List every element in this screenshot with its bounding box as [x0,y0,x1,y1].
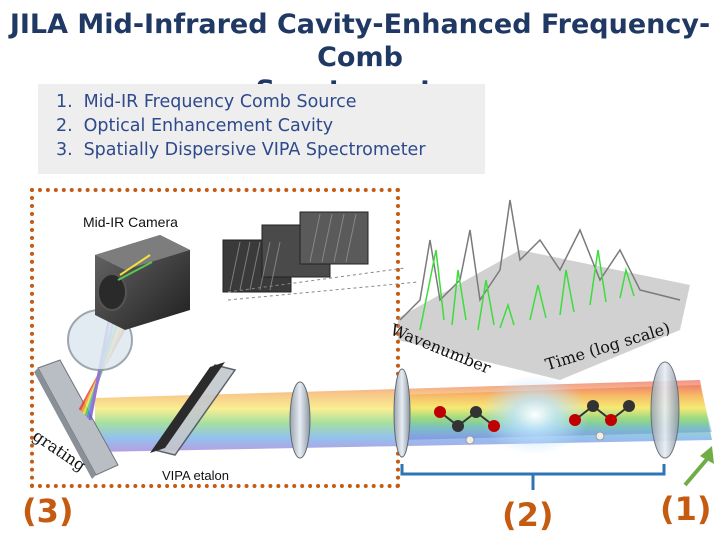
cavity-mirror-right [650,361,680,459]
vipa-etalon [150,362,237,456]
mid-ir-camera [95,235,190,330]
cavity-bracket [400,464,666,490]
list-item: 2. Optical Enhancement Cavity [56,116,334,136]
vipa-label: VIPA etalon [162,468,229,483]
list-item: 1. Mid-IR Frequency Comb Source [56,92,357,112]
camera-label: Mid-IR Camera [83,214,178,230]
grating-element [34,359,119,479]
list-item: 3. Spatially Dispersive VIPA Spectromete… [56,140,426,160]
cavity-mirror-left [393,368,411,458]
marker-1: (1) [660,490,712,528]
component-list: 1. Mid-IR Frequency Comb Source 2. Optic… [38,84,485,174]
title-line-1: JILA Mid-Infrared Cavity-Enhanced Freque… [9,9,711,73]
spectrometer-dashed-box [30,188,400,488]
molecule-icon [434,406,500,445]
source-arrow-icon [683,446,714,487]
marker-2: (2) [502,496,554,534]
cylindrical-lens [289,381,311,459]
cavity-glow [480,375,590,455]
camera-frames [222,211,369,293]
marker-3: (3) [22,492,74,530]
spectrum-surface [398,199,690,380]
molecule-icon [569,400,635,441]
